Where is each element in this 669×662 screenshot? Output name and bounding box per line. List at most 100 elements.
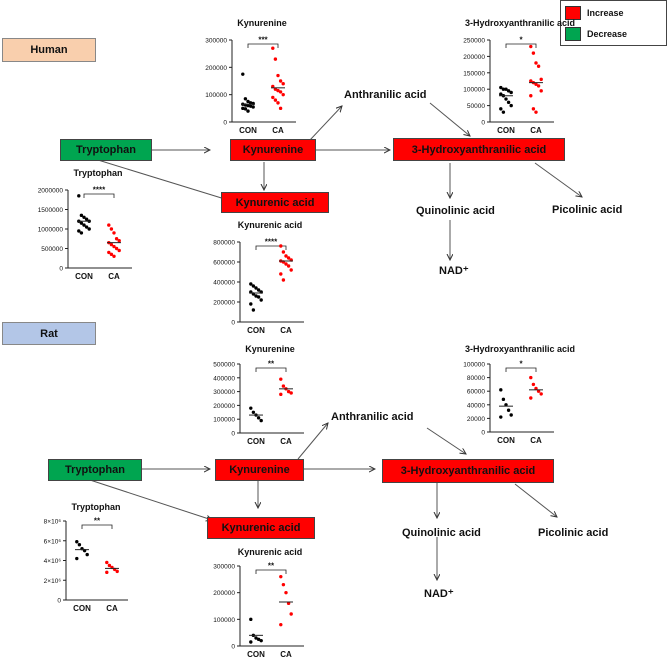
con-point: [506, 408, 511, 412]
y-tick-label: 6×10⁶: [44, 538, 62, 545]
con-point: [254, 286, 258, 290]
legend-increase: Increase: [565, 6, 624, 20]
y-tick-label: 40000: [467, 402, 485, 409]
con-point: [249, 282, 253, 286]
ca-point: [273, 98, 278, 102]
ca-point: [284, 590, 288, 595]
con-point: [504, 87, 508, 91]
ca-point: [279, 377, 283, 381]
con-point: [501, 397, 506, 402]
y-tick-label: 2000000: [38, 188, 64, 195]
chart-title: Tryptophan: [72, 502, 121, 512]
y-tick-label: 500000: [41, 246, 63, 253]
x-tick-label: CON: [247, 437, 265, 446]
y-tick-label: 1000000: [38, 227, 64, 234]
arrow-r-kyn-anth: [297, 423, 328, 460]
con-point: [77, 194, 81, 198]
y-tick-label: 100000: [205, 92, 227, 99]
y-tick-label: 250000: [463, 38, 485, 45]
x-tick-label: CA: [280, 650, 292, 659]
ca-point: [539, 77, 543, 82]
significance-bracket: [255, 245, 287, 250]
rat-section-label: Rat: [2, 322, 96, 345]
arrow-h-kyn-anth: [309, 106, 342, 141]
ca-point: [271, 84, 275, 89]
con-point: [79, 213, 84, 218]
x-tick-label: CON: [247, 650, 265, 659]
ca-point: [531, 107, 536, 111]
chart-title: 3-Hydroxyanthranilic acid: [465, 344, 575, 354]
con-point: [499, 388, 503, 392]
ca-point: [279, 244, 283, 248]
con-point: [256, 295, 261, 299]
rat-quinolinic-label: Quinolinic acid: [402, 527, 481, 539]
significance-bracket: [505, 367, 537, 372]
rat-kynurenic-acid-node: Kynurenic acid: [207, 517, 315, 539]
y-tick-label: 600000: [213, 260, 235, 267]
x-tick-label: CA: [530, 126, 542, 135]
con-point: [501, 110, 506, 114]
human-kynurenic-acid-node: Kynurenic acid: [221, 192, 329, 213]
ca-point: [281, 250, 286, 254]
con-point: [77, 229, 81, 233]
con-point: [499, 85, 503, 90]
con-point: [254, 636, 258, 640]
ca-point: [117, 239, 121, 243]
human-section-label: Human: [2, 38, 96, 62]
increase-swatch: [565, 6, 581, 20]
ca-point: [278, 90, 283, 94]
ca-point: [534, 61, 538, 65]
y-tick-label: 400000: [213, 375, 235, 382]
con-point: [241, 106, 245, 111]
con-point: [243, 97, 248, 101]
con-point: [249, 617, 253, 622]
ca-point: [534, 82, 538, 86]
x-tick-label: CA: [272, 126, 284, 135]
ca-point: [105, 570, 109, 575]
x-tick-label: CON: [239, 126, 257, 135]
y-tick-label: 200000: [213, 403, 235, 410]
human-hydroxyanthranilic-node: 3-Hydroxyanthranilic acid: [393, 138, 565, 161]
con-point: [249, 302, 253, 306]
y-tick-label: 150000: [463, 70, 485, 77]
y-tick-label: 0: [231, 644, 235, 651]
ca-point: [289, 612, 293, 616]
y-tick-label: 800000: [213, 240, 235, 247]
y-tick-label: 0: [57, 598, 61, 605]
con-point: [259, 638, 263, 643]
significance-bracket: [255, 367, 287, 372]
arrow-r-anth-hya: [426, 427, 466, 454]
ca-point: [529, 79, 533, 83]
ca-point: [539, 89, 543, 93]
human-tryptophan-node: Tryptophan: [60, 139, 152, 161]
ca-point: [115, 569, 119, 574]
ca-point: [273, 57, 278, 61]
con-point: [249, 406, 253, 410]
y-tick-label: 400000: [213, 280, 235, 287]
ca-point: [536, 64, 541, 68]
significance-label: ***: [258, 36, 268, 45]
y-tick-label: 0: [223, 120, 227, 127]
y-tick-label: 100000: [463, 362, 485, 369]
con-point: [504, 97, 508, 101]
con-point: [509, 413, 513, 417]
significance-label: **: [94, 517, 101, 526]
chart-title: Kynurenine: [245, 344, 295, 354]
con-point: [82, 215, 86, 219]
y-tick-label: 20000: [467, 416, 485, 423]
chart-title: Kynurenic acid: [238, 547, 303, 557]
ca-point: [114, 246, 119, 251]
human-anthranilic-label: Anthranilic acid: [344, 89, 427, 101]
ca-point: [107, 563, 112, 568]
con-point: [499, 107, 503, 111]
significance-label: ****: [93, 186, 106, 195]
y-tick-label: 0: [231, 431, 235, 438]
y-tick-label: 300000: [205, 38, 227, 45]
chart-title: Tryptophan: [74, 168, 123, 178]
y-tick-label: 200000: [205, 65, 227, 72]
human-nad-label: NAD⁺: [439, 265, 469, 277]
ca-point: [109, 252, 114, 257]
arrow-r-trp-kyna: [89, 479, 212, 520]
significance-label: **: [268, 360, 275, 369]
con-point: [248, 104, 253, 108]
